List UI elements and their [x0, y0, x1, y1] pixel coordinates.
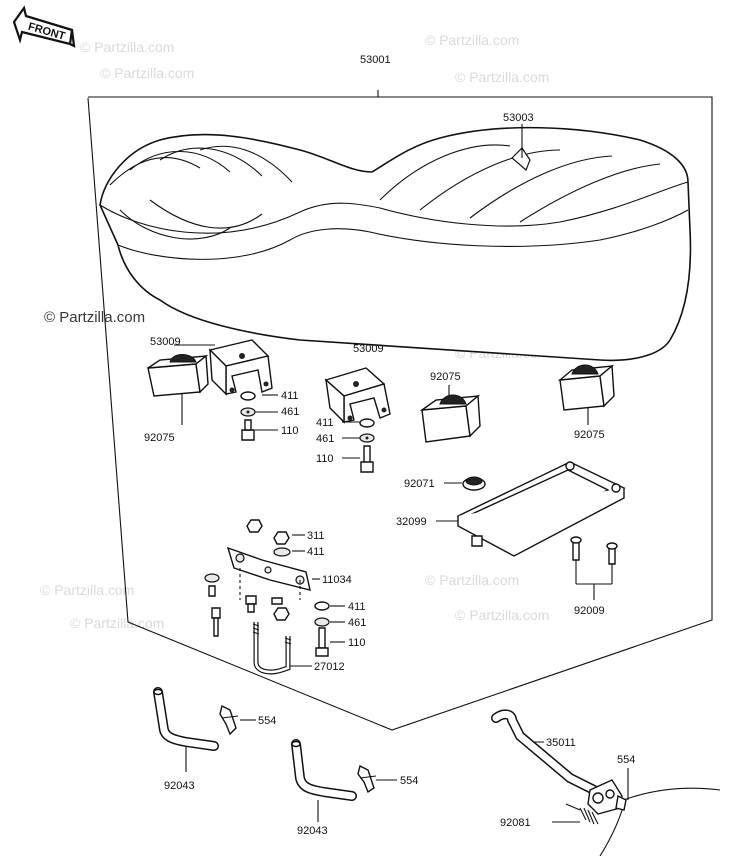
front-arrow-icon: FRONT: [12, 5, 76, 48]
seat: [99, 126, 692, 362]
watermark: © Partzilla.com: [425, 32, 519, 48]
watermark: © Partzilla.com: [425, 572, 519, 588]
part-label[interactable]: 11034: [322, 574, 352, 586]
screws-92009: [570, 536, 618, 565]
hardware-mid: [359, 418, 375, 473]
part-label[interactable]: 92071: [404, 478, 435, 490]
part-label[interactable]: 110: [348, 637, 366, 649]
cushion-92075-left: [147, 354, 209, 397]
part-label[interactable]: 554: [617, 754, 635, 766]
part-label[interactable]: 461: [316, 433, 334, 445]
clip-554-mid: [357, 764, 377, 794]
rod-92043-mid: [291, 739, 357, 801]
part-label[interactable]: 110: [281, 425, 299, 437]
part-label[interactable]: 92043: [164, 780, 195, 792]
part-labels: 53001 53003 53009 53009 92075 92075 9207…: [144, 54, 635, 837]
part-label[interactable]: 92075: [430, 371, 461, 383]
part-label[interactable]: 92081: [500, 817, 531, 829]
u-bolt-27012: [252, 622, 292, 675]
part-label[interactable]: 32099: [396, 516, 427, 528]
watermarks: © Partzilla.com © Partzilla.com © Partzi…: [40, 32, 549, 631]
bracket-53009-right: [324, 367, 391, 424]
part-label[interactable]: 27012: [314, 661, 345, 673]
part-label[interactable]: 53009: [150, 336, 181, 348]
part-label[interactable]: 92009: [574, 605, 605, 617]
part-label[interactable]: 461: [281, 406, 299, 418]
tray-32099: [456, 461, 626, 557]
part-label[interactable]: 53009: [353, 343, 384, 355]
watermark: © Partzilla.com: [455, 607, 549, 623]
cushion-92075-right: [557, 364, 615, 411]
spring-92081: [565, 803, 599, 825]
rod-92043-left: [153, 687, 219, 751]
watermark: © Partzilla.com: [100, 65, 194, 81]
bracket-11034: [204, 519, 330, 657]
part-label[interactable]: 461: [348, 617, 366, 629]
watermark-dark: © Partzilla.com: [44, 309, 145, 326]
hardware-left: [240, 391, 256, 441]
part-label[interactable]: 554: [258, 715, 276, 727]
part-label[interactable]: 311: [307, 530, 325, 542]
part-label[interactable]: 554: [400, 775, 418, 787]
part-label[interactable]: 411: [316, 417, 334, 429]
lever-35011: [491, 709, 627, 815]
assembly-outline: [87, 90, 713, 731]
part-label[interactable]: 411: [307, 546, 325, 558]
grommet-92071: [462, 476, 486, 491]
part-label[interactable]: 92075: [144, 432, 175, 444]
part-label[interactable]: 411: [281, 390, 299, 402]
clip-554-left: [219, 704, 239, 736]
watermark: © Partzilla.com: [40, 582, 134, 598]
bracket-53009-left: [208, 339, 273, 396]
part-label[interactable]: 53003: [503, 112, 534, 124]
part-label[interactable]: 411: [348, 601, 366, 613]
part-label[interactable]: 110: [316, 453, 334, 465]
cushion-92075-mid: [419, 394, 481, 443]
part-label[interactable]: 53001: [360, 54, 391, 66]
watermark: © Partzilla.com: [455, 69, 549, 85]
watermark: © Partzilla.com: [70, 615, 164, 631]
part-label[interactable]: 92043: [297, 825, 328, 837]
part-label[interactable]: 35011: [546, 737, 576, 749]
part-label[interactable]: 92075: [574, 429, 605, 441]
watermark: © Partzilla.com: [80, 39, 174, 55]
